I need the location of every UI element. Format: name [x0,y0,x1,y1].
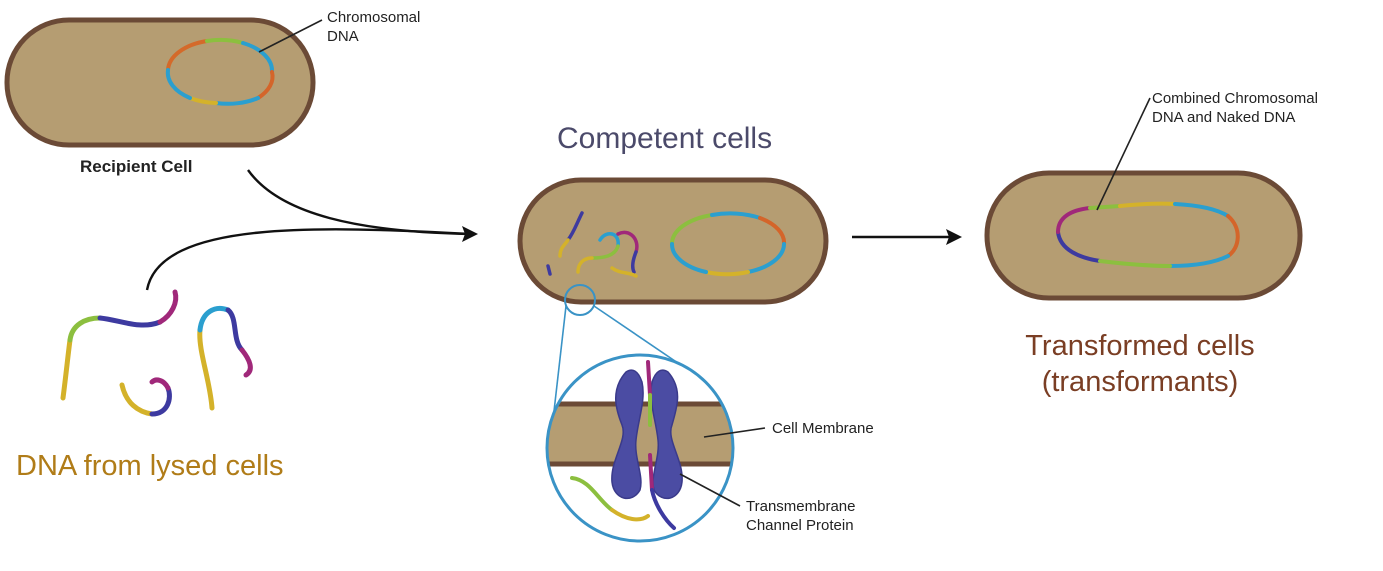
combined-dna-pointer [1096,97,1151,211]
arrow-head-2 [946,229,962,245]
channel-protein-label-line2: Channel Protein [746,517,854,534]
arrow-from-recipient [247,169,471,236]
transformed-cells-line1: Transformed cells [1025,330,1255,362]
combined-dna-label-line1: Combined Chromosomal [1152,90,1318,107]
lysed-dna-title: DNA from lysed cells [16,450,284,482]
lysed-dna-fragments [60,289,253,417]
channel-protein-label: Transmembrane Channel Protein [746,497,855,535]
competent-cell [517,177,829,305]
transformed-cells-line2: (transformants) [1041,366,1239,398]
chromosomal-dna-label: Chromosomal DNA [327,8,420,46]
channel-protein-label-line1: Transmembrane [746,498,856,515]
chromosomal-dna-ring [165,37,275,106]
transformed-cells-title: Transformed cells (transformants) [1010,328,1270,400]
recipient-cell-label: Recipient Cell [80,157,193,176]
chromosomal-dna-pointer [258,19,323,53]
arrow-from-lysed-dna [145,228,471,291]
combined-dna-label: Combined Chromosomal DNA and Naked DNA [1152,89,1318,127]
combined-dna-ring [1056,201,1240,268]
zoom-source-circle [564,284,596,316]
cell-membrane-pointer [703,427,766,438]
competent-chromosome [669,211,787,277]
combined-dna-label-line2: DNA and Naked DNA [1152,109,1296,126]
chromosomal-dna-label-line2: DNA [327,28,359,45]
arrow-head-1 [462,226,478,242]
channel-protein-pointer [679,473,741,507]
competent-dna-fragments [546,211,639,278]
zoom-line-left [552,305,567,421]
competent-cells-title: Competent cells [557,122,773,155]
cell-membrane-label: Cell Membrane [772,420,874,437]
membrane-zoom [545,353,735,543]
recipient-cell [4,17,316,148]
chromosomal-dna-label-line1: Chromosomal [327,9,421,26]
transformed-cell [984,170,1303,301]
dna-through-channel [570,360,676,530]
